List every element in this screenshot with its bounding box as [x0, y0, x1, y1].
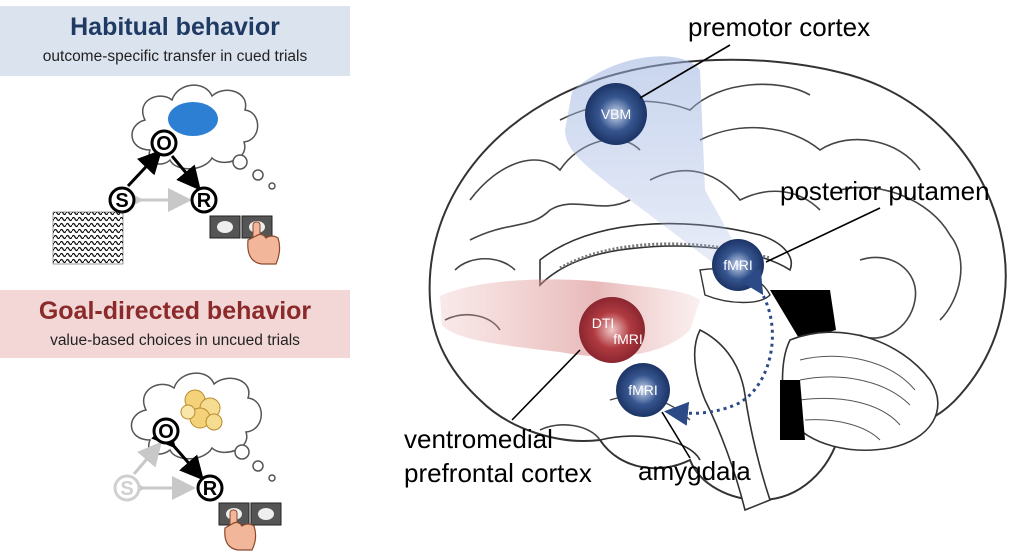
goal-response-keys-icon — [218, 502, 282, 526]
habitual-o-node — [150, 129, 178, 157]
habitual-pointing-hand-icon — [247, 221, 281, 265]
vmpfc-projection-region — [440, 279, 700, 357]
putamen-pointer — [765, 207, 881, 263]
goal-title: Goal-directed behavior — [38, 297, 312, 325]
posterior-putamen-label: posterior putamen — [780, 176, 990, 206]
putamen-node-label: fMRI — [723, 257, 753, 273]
fingerprint-stimulus-icon — [52, 211, 124, 265]
goal-s-node — [113, 474, 141, 502]
amygdala-fmri-node — [616, 363, 670, 417]
blue-outcome-icon — [168, 102, 218, 136]
vmpfc-fmri-label: fMRI — [613, 331, 643, 347]
amygdala-node-label: fMRI — [628, 382, 658, 398]
goal-s-label: S — [120, 478, 133, 500]
goal-schema: O S R — [113, 372, 282, 551]
goal-pointing-hand-icon — [224, 509, 257, 551]
goal-o-node — [152, 417, 180, 445]
vmpfc-pointer — [511, 349, 581, 421]
amygdala-pointer — [661, 411, 691, 459]
premotor-pointer — [639, 44, 731, 99]
goal-r-node — [196, 474, 224, 502]
cerebellum-folia — [799, 355, 916, 441]
vmpfc-label-line1: ventromedial — [404, 424, 553, 454]
habitual-title: Habitual behavior — [70, 13, 280, 41]
s-to-o-arrow — [126, 149, 163, 188]
premotor-vbm-node — [585, 83, 647, 145]
habitual-o-label: O — [156, 133, 172, 155]
habitual-r-node — [190, 186, 218, 214]
habitual-r-label: R — [197, 190, 212, 212]
vmpfc-dti-label: DTI — [591, 315, 615, 331]
goal-o-label: O — [158, 421, 174, 443]
popcorn-outcome-icon — [180, 389, 223, 431]
premotor-node-label: VBM — [600, 106, 632, 122]
vmpfc-node — [579, 297, 645, 363]
ventricle-dark-region — [770, 290, 836, 340]
premotor-cortex-label: premotor cortex — [688, 12, 871, 42]
habitual-s-label: S — [115, 190, 128, 212]
o-to-r-arrow — [170, 155, 201, 191]
amygdala-label: amygdala — [638, 456, 751, 486]
habitual-subtitle: outcome-specific transfer in cued trials — [42, 48, 308, 65]
goal-subtitle: value-based choices in uncued trials — [50, 332, 300, 349]
vmpfc-label-line2: prefrontal cortex — [404, 458, 592, 488]
cerebellum — [781, 331, 939, 451]
amygdala-putamen-dotted-arrow — [664, 268, 774, 426]
habitual-schema: O S R — [52, 84, 281, 265]
goal-o-r-arrow — [151, 422, 204, 481]
goal-r-label: R — [203, 478, 218, 500]
goal-banner: Goal-directed behavior value-based choic… — [0, 290, 350, 358]
habitual-banner: Habitual behavior outcome-specific trans… — [0, 6, 350, 76]
goal-s-to-o-arrow — [132, 441, 162, 475]
